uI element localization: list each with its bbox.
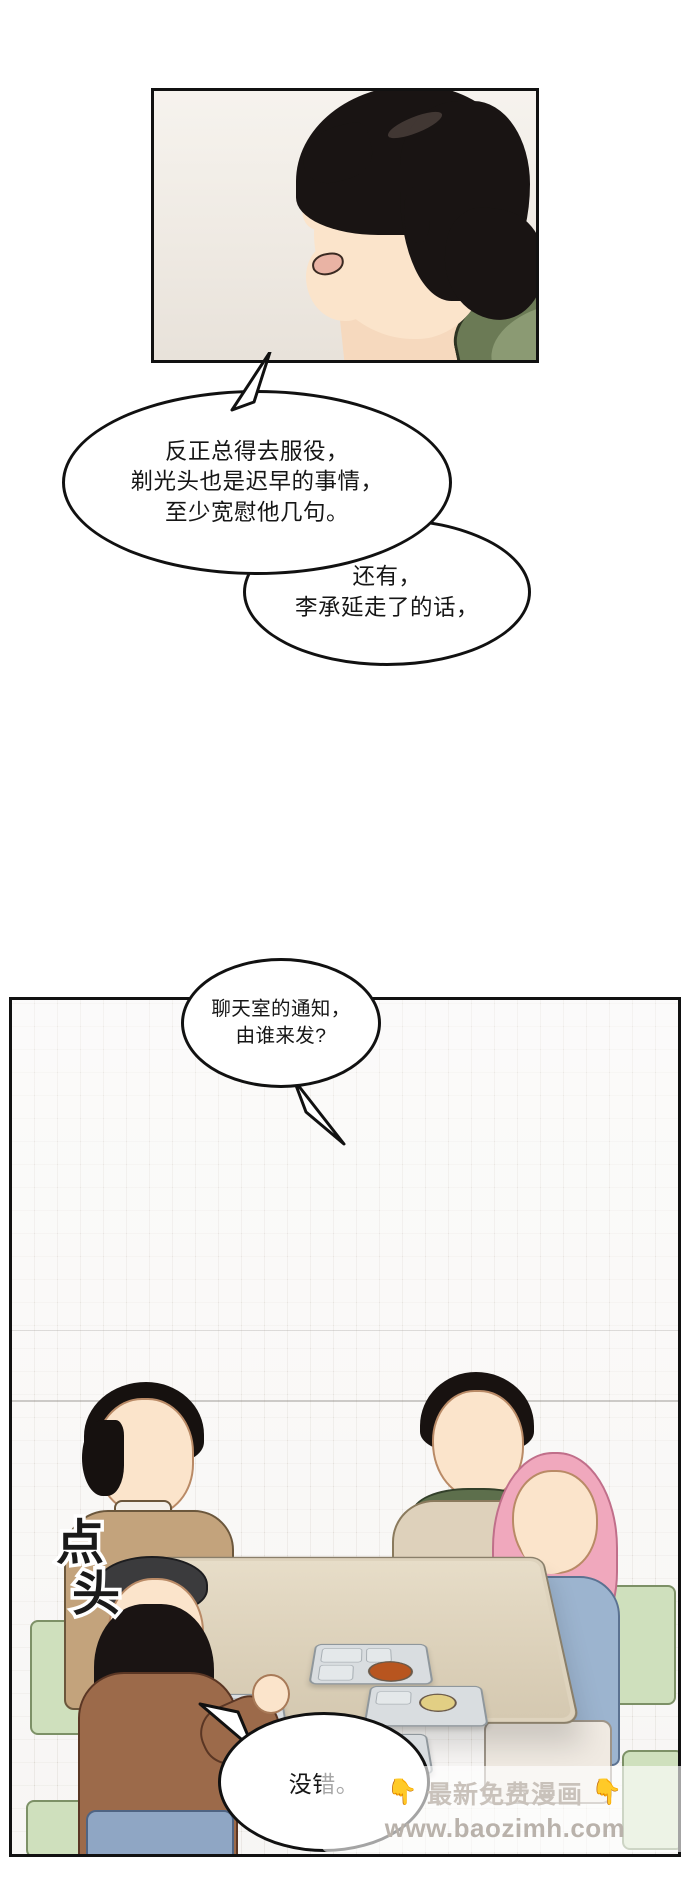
boy-tan-hair-side (82, 1420, 124, 1496)
speech-tail-1 (230, 352, 272, 412)
pointing-down-hand-icon-left: 👇 (386, 1778, 419, 1806)
sfx-nodding-line1: 点 (52, 1516, 107, 1571)
speech-tail-3 (292, 1078, 346, 1146)
speech-bubble-2-text: 还有， 李承延走了的话， (294, 563, 479, 620)
wall-line-lower (12, 1400, 678, 1402)
tray-cell (320, 1648, 363, 1663)
tray-cell (317, 1664, 354, 1681)
character-sideburn (404, 187, 430, 243)
wall-line-upper (12, 1330, 678, 1331)
side-dish-bowl (418, 1693, 458, 1712)
site-watermark: 👇 最新免费漫画 👇 www.baozimh.com (322, 1766, 688, 1852)
panel-1 (151, 88, 539, 363)
watermark-row-1: 👇 最新免费漫画 👇 (387, 1775, 623, 1811)
watermark-text-cn: 最新免费漫画 (426, 1780, 583, 1809)
speech-bubble-1-text: 反正总得去服役， 剃光头也是迟早的事情， 至少宽慰他几句。 (130, 439, 384, 525)
sfx-nodding: 点 头 (52, 1516, 123, 1622)
tray-cell (375, 1691, 412, 1705)
pointing-down-hand-icon-right: 👇 (591, 1778, 624, 1806)
sfx-nodding-line2: 头 (68, 1567, 123, 1622)
watermark-url: www.baozimh.com (384, 1812, 626, 1843)
speech-bubble-3: 聊天室的通知， 由谁来发? (181, 958, 381, 1088)
girl-beret-hand (252, 1674, 290, 1714)
soup-bowl (367, 1661, 415, 1682)
meal-tray (363, 1685, 489, 1727)
speech-bubble-1: 反正总得去服役， 剃光头也是迟早的事情， 至少宽慰他几句。 (62, 390, 452, 575)
girl-beret-jeans (86, 1810, 234, 1854)
speech-bubble-3-text: 聊天室的通知， 由谁来发? (211, 997, 351, 1047)
meal-tray (308, 1643, 434, 1685)
